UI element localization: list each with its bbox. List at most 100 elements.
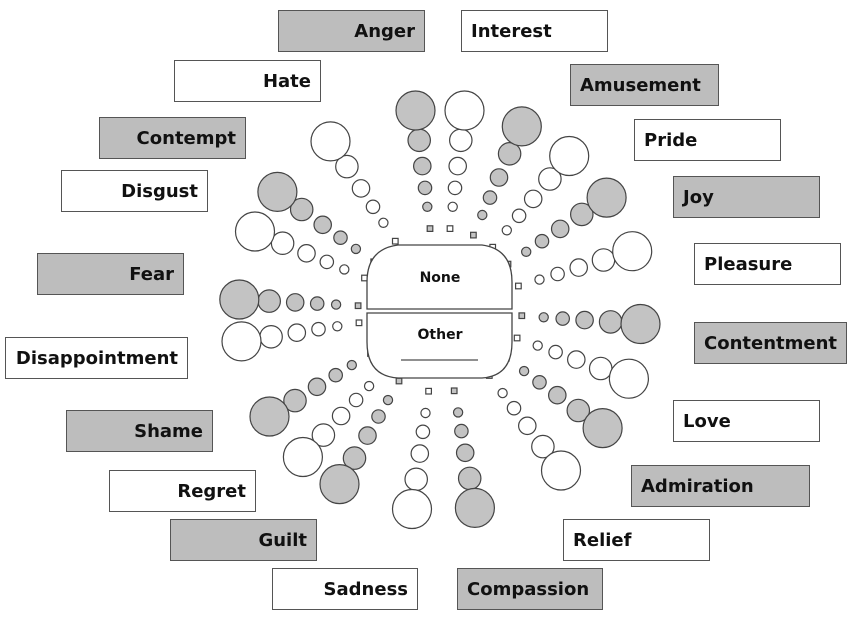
intensity-relief-3[interactable] <box>506 400 522 416</box>
intensity-hate-6[interactable] <box>310 121 351 162</box>
label-joy[interactable]: Joy <box>673 176 820 218</box>
intensity-compassion-4[interactable] <box>455 443 475 463</box>
none-option[interactable] <box>366 244 513 310</box>
intensity-disappointment-2[interactable] <box>332 321 343 332</box>
intensity-hate-2[interactable] <box>378 217 389 228</box>
intensity-anger-5[interactable] <box>407 128 431 153</box>
intensity-joy-5[interactable] <box>569 202 594 227</box>
intensity-hate-3[interactable] <box>365 199 381 215</box>
intensity-guilt-3[interactable] <box>371 409 386 424</box>
intensity-sadness-3[interactable] <box>415 424 431 440</box>
intensity-anger-3[interactable] <box>417 180 433 196</box>
intensity-disappointment-6[interactable] <box>221 321 262 362</box>
intensity-guilt-4[interactable] <box>358 426 377 445</box>
label-regret[interactable]: Regret <box>109 470 256 512</box>
intensity-contempt-2[interactable] <box>350 243 362 255</box>
intensity-guilt-6[interactable] <box>319 464 360 505</box>
intensity-contempt-4[interactable] <box>313 215 332 235</box>
intensity-contempt-5[interactable] <box>289 197 314 222</box>
intensity-regret-3[interactable] <box>348 392 364 408</box>
intensity-relief-2[interactable] <box>497 387 508 399</box>
label-anger[interactable]: Anger <box>278 10 425 52</box>
intensity-anger-6[interactable] <box>395 90 436 131</box>
intensity-disappointment-1[interactable] <box>355 319 363 327</box>
intensity-contentment-1[interactable] <box>518 312 526 320</box>
intensity-anger-2[interactable] <box>422 201 433 212</box>
intensity-interest-4[interactable] <box>448 156 467 176</box>
intensity-disgust-4[interactable] <box>297 244 316 263</box>
intensity-regret-4[interactable] <box>331 406 351 426</box>
intensity-fear-1[interactable] <box>354 302 362 310</box>
intensity-regret-6[interactable] <box>282 436 323 478</box>
label-compassion[interactable]: Compassion <box>457 568 603 610</box>
label-guilt[interactable]: Guilt <box>170 519 317 561</box>
intensity-fear-5[interactable] <box>257 289 281 313</box>
intensity-interest-3[interactable] <box>447 180 463 196</box>
intensity-shame-2[interactable] <box>346 359 357 371</box>
intensity-sadness-5[interactable] <box>404 467 428 492</box>
intensity-love-2[interactable] <box>532 340 543 351</box>
intensity-guilt-5[interactable] <box>342 446 367 470</box>
intensity-disgust-6[interactable] <box>234 211 276 252</box>
intensity-amusement-3[interactable] <box>482 190 498 205</box>
intensity-pleasure-1[interactable] <box>514 282 522 290</box>
intensity-compassion-1[interactable] <box>450 387 458 395</box>
label-sadness[interactable]: Sadness <box>272 568 418 610</box>
intensity-interest-2[interactable] <box>447 201 458 212</box>
intensity-pride-2[interactable] <box>501 225 512 236</box>
label-fear[interactable]: Fear <box>37 253 184 295</box>
label-disgust[interactable]: Disgust <box>61 170 208 212</box>
intensity-pride-6[interactable] <box>549 135 590 177</box>
intensity-contentment-4[interactable] <box>575 310 594 330</box>
intensity-anger-1[interactable] <box>426 225 434 233</box>
intensity-fear-2[interactable] <box>330 299 342 310</box>
intensity-regret-2[interactable] <box>363 380 375 392</box>
intensity-fear-6[interactable] <box>219 279 260 320</box>
intensity-pride-3[interactable] <box>511 208 527 224</box>
intensity-pleasure-6[interactable] <box>612 231 653 272</box>
intensity-shame-4[interactable] <box>307 377 327 397</box>
label-pleasure[interactable]: Pleasure <box>694 243 841 285</box>
intensity-love-3[interactable] <box>548 344 563 360</box>
intensity-hate-1[interactable] <box>391 237 399 245</box>
intensity-love-1[interactable] <box>513 334 521 342</box>
intensity-joy-4[interactable] <box>550 219 570 239</box>
label-contempt[interactable]: Contempt <box>99 117 246 159</box>
intensity-contempt-3[interactable] <box>333 230 348 245</box>
intensity-pride-5[interactable] <box>538 167 562 191</box>
intensity-anger-4[interactable] <box>412 156 432 176</box>
intensity-love-4[interactable] <box>566 350 586 369</box>
intensity-amusement-5[interactable] <box>497 142 522 166</box>
intensity-shame-3[interactable] <box>328 367 343 383</box>
intensity-admiration-2[interactable] <box>518 365 530 377</box>
intensity-contentment-3[interactable] <box>555 311 570 326</box>
intensity-admiration-3[interactable] <box>532 374 547 390</box>
intensity-guilt-1[interactable] <box>395 377 403 385</box>
intensity-shame-6[interactable] <box>249 396 290 437</box>
intensity-sadness-1[interactable] <box>425 387 432 395</box>
intensity-disappointment-4[interactable] <box>287 323 307 342</box>
intensity-relief-4[interactable] <box>517 416 537 436</box>
label-interest[interactable]: Interest <box>461 10 608 52</box>
intensity-sadness-2[interactable] <box>420 407 431 419</box>
intensity-disappointment-5[interactable] <box>259 324 283 349</box>
intensity-compassion-5[interactable] <box>457 466 482 491</box>
intensity-pleasure-3[interactable] <box>550 266 565 282</box>
intensity-admiration-5[interactable] <box>566 398 591 423</box>
intensity-contentment-2[interactable] <box>538 312 549 323</box>
intensity-disgust-5[interactable] <box>270 231 295 255</box>
intensity-hate-4[interactable] <box>351 179 371 198</box>
intensity-joy-2[interactable] <box>521 246 532 257</box>
intensity-pleasure-2[interactable] <box>534 274 545 285</box>
intensity-compassion-2[interactable] <box>452 407 464 418</box>
intensity-pride-4[interactable] <box>523 189 543 209</box>
intensity-sadness-6[interactable] <box>391 488 433 530</box>
intensity-amusement-6[interactable] <box>501 106 542 147</box>
intensity-contentment-5[interactable] <box>598 310 623 334</box>
intensity-relief-5[interactable] <box>531 434 555 459</box>
intensity-disgust-3[interactable] <box>319 254 335 270</box>
label-hate[interactable]: Hate <box>174 60 321 102</box>
label-pride[interactable]: Pride <box>634 119 781 161</box>
intensity-admiration-4[interactable] <box>547 385 567 405</box>
intensity-pleasure-5[interactable] <box>591 248 616 272</box>
